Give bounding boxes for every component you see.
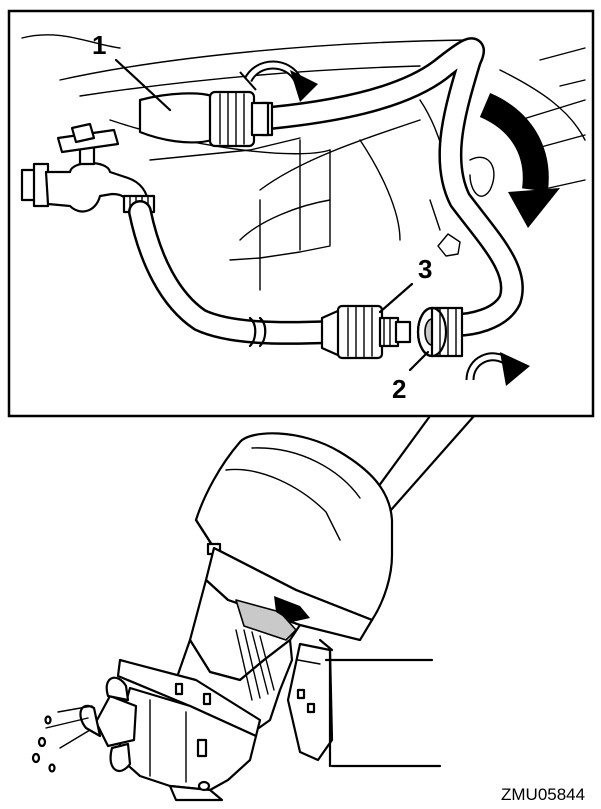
figure-code: ZMU05844 bbox=[501, 785, 585, 804]
flushing-port-fitting bbox=[138, 90, 270, 148]
callout-1-leader bbox=[114, 58, 172, 112]
callout-3: 3 bbox=[418, 254, 432, 284]
callout-1: 1 bbox=[92, 30, 106, 60]
hose-adapter-connector bbox=[320, 304, 412, 360]
disconnect-arrow-icon bbox=[465, 352, 530, 386]
callout-2: 2 bbox=[392, 374, 406, 404]
detail-inset: 1 3 2 bbox=[7, 9, 595, 418]
loosen-arrow-icon bbox=[239, 60, 318, 102]
engine-hose-connector bbox=[416, 306, 464, 358]
hose-direction-arrow-icon bbox=[479, 93, 560, 228]
callout-2-leader bbox=[408, 350, 430, 372]
transom-bracket bbox=[286, 638, 442, 768]
garden-hose bbox=[128, 200, 342, 348]
propeller bbox=[79, 676, 138, 772]
water-spray bbox=[31, 705, 93, 773]
callout-3-leader bbox=[378, 282, 414, 314]
engine-background bbox=[21, 34, 586, 291]
outboard-motor bbox=[31, 432, 394, 802]
